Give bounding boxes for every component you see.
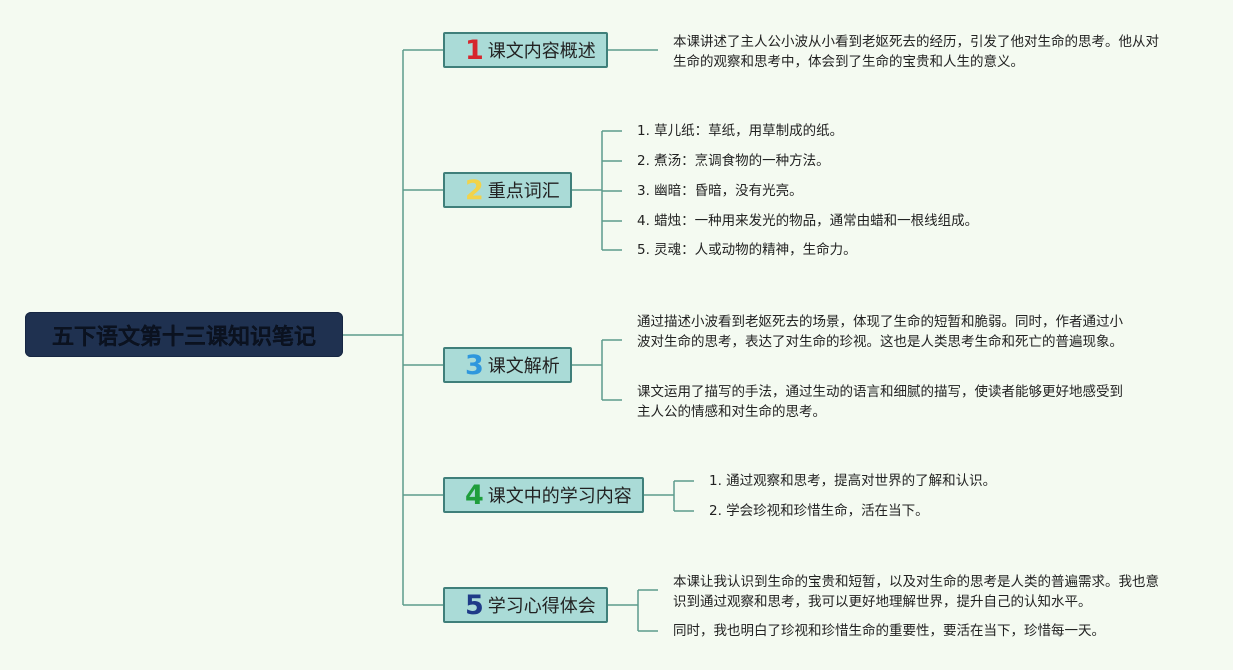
topic-node-1[interactable]: 1 课文内容概述 bbox=[443, 32, 608, 68]
root-title-node[interactable]: 五下语文第十三课知识笔记 bbox=[25, 312, 343, 357]
topic-node-4[interactable]: 4 课文中的学习内容 bbox=[443, 477, 644, 513]
topic-2-item-5: 5. 灵魂：人或动物的精神，生命力。 bbox=[637, 242, 857, 258]
root-title: 五下语文第十三课知识笔记 bbox=[51, 324, 316, 350]
topic-5-item-2: 同时，我也明白了珍视和珍惜生命的重要性，要活在当下，珍惜每一天。 bbox=[673, 623, 1105, 639]
topic-number-3: 3 bbox=[465, 349, 484, 381]
topic-number-5: 5 bbox=[465, 589, 484, 621]
topic-4-item-1: 1. 通过观察和思考，提高对世界的了解和认识。 bbox=[709, 473, 997, 489]
topic-2-item-3: 3. 幽暗：昏暗，没有光亮。 bbox=[637, 183, 803, 199]
topic-4-item-2: 2. 学会珍视和珍惜生命，活在当下。 bbox=[709, 503, 929, 519]
topic-number-4: 4 bbox=[465, 479, 484, 511]
topic-5-item-1: 本课让我认识到生命的宝贵和短暂，以及对生命的思考是人类的普遍需求。我也意识到通过… bbox=[673, 574, 1159, 610]
topic-2-item-1: 1. 草儿纸：草纸，用草制成的纸。 bbox=[637, 123, 844, 139]
topic-label-3: 课文解析 bbox=[487, 356, 560, 377]
topic-node-3[interactable]: 3 课文解析 bbox=[443, 347, 572, 383]
topic-label-1: 课文内容概述 bbox=[487, 41, 596, 62]
topic-3-item-1: 通过描述小波看到老妪死去的场景，体现了生命的短暂和脆弱。同时，作者通过小波对生命… bbox=[637, 314, 1123, 350]
topic-2-item-2: 2. 煮汤：烹调食物的一种方法。 bbox=[637, 153, 830, 169]
topic-1-item-1: 本课讲述了主人公小波从小看到老妪死去的经历，引发了他对生命的思考。他从对生命的观… bbox=[673, 34, 1159, 70]
topic-label-4: 课文中的学习内容 bbox=[487, 486, 632, 507]
topic-node-5[interactable]: 5 学习心得体会 bbox=[443, 587, 608, 623]
topic-label-2: 重点词汇 bbox=[487, 181, 560, 202]
topic-3-item-2: 课文运用了描写的手法，通过生动的语言和细腻的描写，使读者能够更好地感受到主人公的… bbox=[637, 384, 1123, 420]
topic-number-2: 2 bbox=[465, 174, 484, 206]
topic-number-1: 1 bbox=[465, 34, 484, 66]
topic-node-2[interactable]: 2 重点词汇 bbox=[443, 172, 572, 208]
topic-2-item-4: 4. 蜡烛：一种用来发光的物品，通常由蜡和一根线组成。 bbox=[637, 213, 979, 229]
topic-label-5: 学习心得体会 bbox=[487, 596, 596, 617]
